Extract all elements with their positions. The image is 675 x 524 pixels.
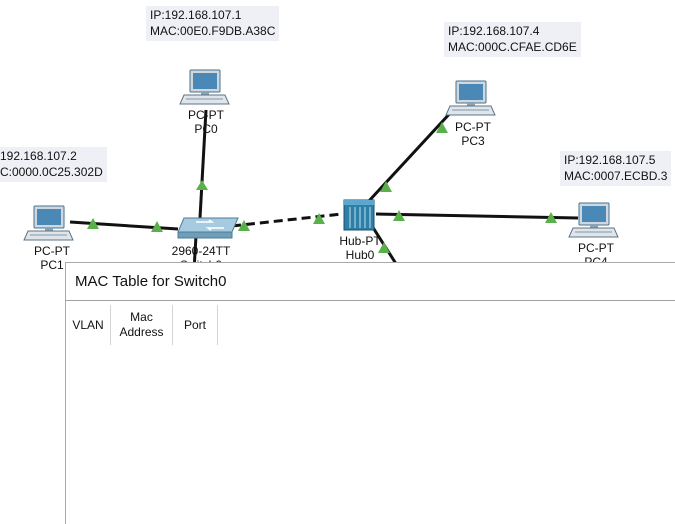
pc1-ip-text: 192.168.107.2 <box>0 149 77 163</box>
link-light-switch0-hub <box>238 220 250 231</box>
pc0-mac-text: MAC:00E0.F9DB.A38C <box>150 24 276 38</box>
pc0-type-label: PC-PT <box>188 108 224 122</box>
pc4-type-label: PC-PT <box>578 241 614 255</box>
cable-hub0-pc3[interactable] <box>366 108 455 204</box>
link-light-hub-pc4 <box>393 210 405 221</box>
pc1-type-label: PC-PT <box>34 244 70 258</box>
link-light-pc0-side <box>196 180 208 190</box>
column-header-mac-address[interactable]: Mac Address <box>111 305 173 345</box>
link-light-pc1-side <box>87 218 99 229</box>
mac-table-header: VLAN Mac Address Port <box>66 305 218 345</box>
pc3-address-info: IP:192.168.107.4 MAC:000C.CFAE.CD6E <box>444 22 581 57</box>
link-light-pc4-side <box>545 212 557 223</box>
pc4-ip-text: IP:192.168.107.5 <box>564 153 656 167</box>
pc3-name-label: PC3 <box>461 134 485 148</box>
column-header-port-text: Port <box>183 317 206 332</box>
column-header-vlan-text: VLAN <box>72 317 104 332</box>
title-divider <box>66 300 675 301</box>
hub0-label: Hub-PT Hub0 <box>332 234 388 262</box>
pc3-computer-icon[interactable] <box>445 80 496 116</box>
column-header-mac-text-2: Address <box>119 325 164 339</box>
cable-switch0-hub0[interactable] <box>231 212 343 228</box>
link-light-pc3-side <box>436 122 448 133</box>
pc1-computer-icon[interactable] <box>23 205 74 241</box>
pc1-label: PC-PT PC1 <box>24 244 80 272</box>
pc0-computer-icon[interactable] <box>179 69 230 105</box>
mac-table-dialog[interactable]: MAC Table for Switch0 VLAN Mac Address P… <box>65 262 675 524</box>
pc0-label: PC-PT PC0 <box>178 108 234 136</box>
pc0-name-label: PC0 <box>194 122 218 136</box>
pc1-name-label: PC1 <box>40 258 64 272</box>
mac-table-body <box>66 345 675 524</box>
cable-pc1-switch0[interactable] <box>69 220 179 231</box>
pc1-mac-text: C:0000.0C25.302D <box>0 165 103 179</box>
pc0-address-info: IP:192.168.107.1 MAC:00E0.F9DB.A38C <box>146 6 280 41</box>
pc4-mac-text: MAC:0007.ECBD.3 <box>564 169 668 183</box>
cable-pc0-switch0[interactable] <box>198 109 208 219</box>
dialog-title: MAC Table for Switch0 <box>75 273 227 290</box>
switch0-type-label: 2960-24TT <box>171 244 231 258</box>
hub0-hub-icon[interactable] <box>343 199 375 231</box>
cable-hub0-pc4[interactable] <box>375 212 579 220</box>
switch0-switch-icon[interactable] <box>177 217 239 239</box>
pc3-label: PC-PT PC3 <box>445 120 501 148</box>
pc3-type-label: PC-PT <box>455 120 491 134</box>
column-header-port[interactable]: Port <box>173 305 218 345</box>
pc4-computer-icon[interactable] <box>568 202 619 238</box>
link-light-hub-pc3 <box>380 181 392 192</box>
pc0-ip-text: IP:192.168.107.1 <box>150 8 242 22</box>
pc4-address-info: IP:192.168.107.5 MAC:0007.ECBD.3 <box>560 151 672 186</box>
pc1-address-info: 192.168.107.2 C:0000.0C25.302D <box>0 147 107 182</box>
hub0-type-label: Hub-PT <box>339 234 381 248</box>
link-light-hub-down <box>378 242 390 253</box>
hub0-name-label: Hub0 <box>345 248 375 262</box>
column-header-mac-text-1: Mac <box>130 310 153 324</box>
pc3-ip-text: IP:192.168.107.4 <box>448 24 540 38</box>
pc3-mac-text: MAC:000C.CFAE.CD6E <box>448 40 577 54</box>
link-light-hub-switch <box>313 213 325 224</box>
column-header-vlan[interactable]: VLAN <box>66 305 111 345</box>
link-light-switch0-pc1 <box>151 221 163 232</box>
